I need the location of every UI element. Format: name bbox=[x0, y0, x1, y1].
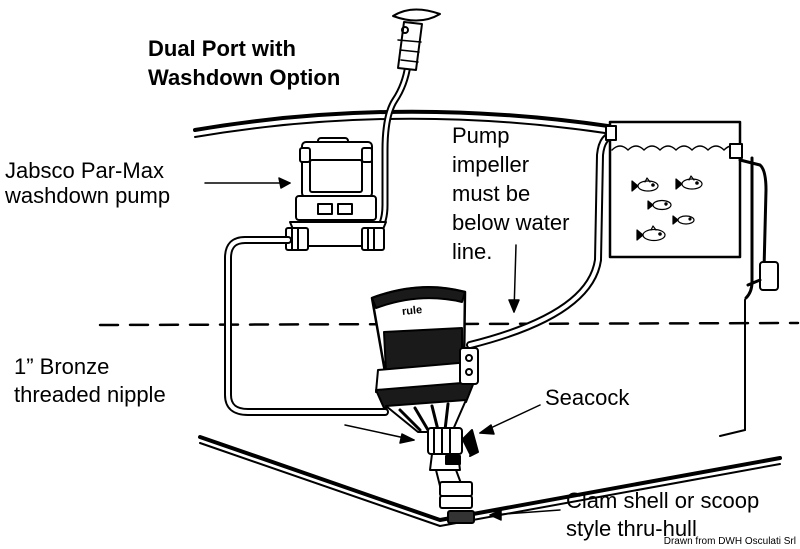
credit-text: Drawn from DWH Osculati Srl bbox=[663, 536, 796, 547]
washdown-pump-label-line-2: washdown pump bbox=[5, 183, 171, 208]
impeller-note-line-5: line. bbox=[452, 239, 493, 264]
seacock-valve bbox=[427, 427, 479, 509]
impeller-note-line-3: must be bbox=[452, 181, 531, 206]
washdown-nozzle bbox=[392, 8, 441, 71]
title-line-2: Washdown Option bbox=[148, 65, 341, 90]
fish-icon bbox=[631, 175, 703, 242]
thru-hull-label-line-1: Clam shell or scoop bbox=[566, 488, 760, 513]
nipple-label-line-2: threaded nipple bbox=[14, 382, 166, 407]
drain-fitting bbox=[759, 261, 779, 291]
thru-hull bbox=[447, 510, 475, 524]
livewell-tank bbox=[605, 120, 743, 259]
pump-brand-label: rule bbox=[401, 303, 423, 319]
diagram-title: Dual Port with Washdown Option bbox=[148, 34, 340, 92]
strainer-pump bbox=[370, 285, 479, 433]
nipple-label: 1” Bronze threaded nipple bbox=[14, 353, 166, 409]
impeller-note-line-2: impeller bbox=[452, 152, 530, 177]
washdown-pump-label: Jabsco Par-Max washdown pump bbox=[5, 158, 170, 208]
deck-line bbox=[193, 109, 617, 132]
pump-intake-hose bbox=[224, 236, 389, 416]
thru-hull-label: Clam shell or scoop style thru-hull bbox=[566, 487, 759, 543]
callout-arrows bbox=[204, 177, 561, 521]
seacock-label: Seacock bbox=[545, 385, 630, 410]
hull-bottom bbox=[198, 435, 782, 522]
washdown-pump-label-line-1: Jabsco Par-Max bbox=[5, 158, 164, 183]
impeller-note-line-4: below water bbox=[452, 210, 570, 235]
overflow-line bbox=[738, 156, 768, 284]
impeller-note: Pump impeller must be below water line. bbox=[452, 121, 569, 266]
nipple-label-line-1: 1” Bronze bbox=[14, 354, 110, 379]
impeller-note-line-1: Pump bbox=[452, 123, 510, 148]
washdown-pump bbox=[285, 137, 387, 251]
thru-hull-label-line-2: style thru-hull bbox=[566, 516, 697, 541]
title-line-1: Dual Port with bbox=[148, 36, 296, 61]
